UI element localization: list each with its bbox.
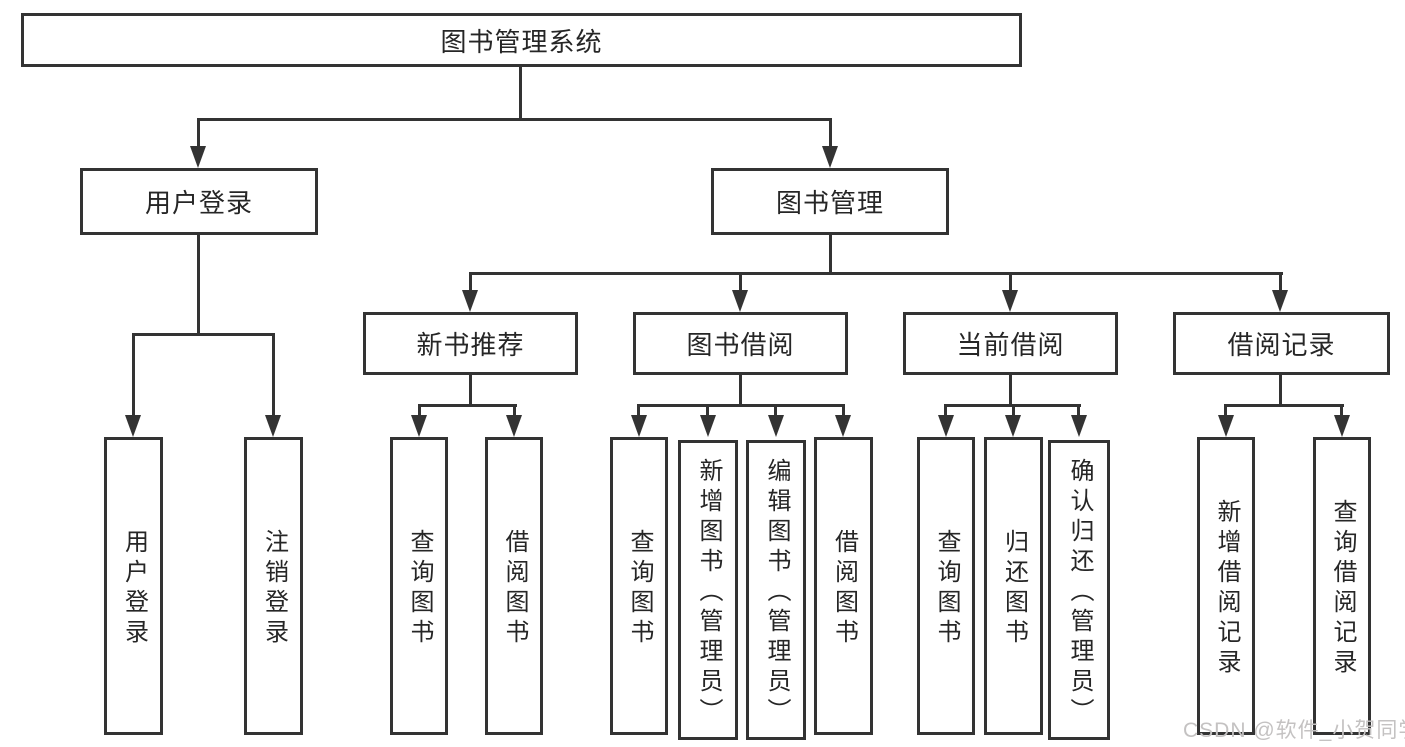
arrow-down-icon xyxy=(506,415,522,437)
connector-drop-logout xyxy=(272,333,275,416)
arrow-down-icon xyxy=(700,415,716,437)
connector-bookmgmt-rail xyxy=(469,272,1283,275)
leaf-box-confirm-return-admin: 确认归还（管理员） xyxy=(1048,440,1110,740)
leaf-box-query-books-current: 查询图书 xyxy=(917,437,975,735)
arrow-down-icon xyxy=(462,290,478,312)
connector-drop xyxy=(1077,404,1080,417)
connector-drop-login xyxy=(132,333,135,416)
connector-records-stem xyxy=(1279,375,1282,407)
module-box-current-borrow: 当前借阅 xyxy=(903,312,1118,375)
connector-drop xyxy=(513,404,516,417)
connector-drop-book-mgmt xyxy=(829,118,832,148)
arrow-down-icon xyxy=(190,146,206,168)
watermark: CSDN @软件_小贺同学 xyxy=(1183,719,1405,742)
arrow-down-icon xyxy=(1272,290,1288,312)
arrow-down-icon xyxy=(835,415,851,437)
connector-userlogin-rail xyxy=(132,333,275,336)
connector-borrow-rail xyxy=(637,404,845,407)
module-box-new-book-recommend: 新书推荐 xyxy=(363,312,578,375)
connector-records-rail xyxy=(1224,404,1344,407)
arrow-down-icon xyxy=(768,415,784,437)
module-box-borrow-records: 借阅记录 xyxy=(1173,312,1390,375)
arrow-down-icon xyxy=(631,415,647,437)
connector-drop-borrowing xyxy=(739,272,742,292)
leaf-box-add-books-admin: 新增图书（管理员） xyxy=(678,440,738,740)
connector-borrow-stem xyxy=(739,375,742,407)
connector-current-stem xyxy=(1009,375,1012,407)
leaf-box-edit-books-admin: 编辑图书（管理员） xyxy=(746,440,806,740)
connector-userlogin-stem xyxy=(197,235,200,335)
root-box-library-system: 图书管理系统 xyxy=(21,13,1022,67)
arrow-down-icon xyxy=(125,415,141,437)
leaf-box-return-books: 归还图书 xyxy=(984,437,1043,735)
leaf-box-logout: 注销登录 xyxy=(244,437,303,735)
connector-bookmgmt-stem xyxy=(829,235,832,275)
arrow-down-icon xyxy=(938,415,954,437)
branch-box-book-management: 图书管理 xyxy=(711,168,949,235)
connector-drop-records xyxy=(1279,272,1282,292)
connector-drop-new-books xyxy=(469,272,472,292)
leaf-box-user-login: 用户登录 xyxy=(104,437,163,735)
connector-drop xyxy=(706,404,709,417)
leaf-box-borrow-books: 借阅图书 xyxy=(814,437,873,735)
connector-drop-current xyxy=(1009,272,1012,292)
leaf-box-add-borrow-record: 新增借阅记录 xyxy=(1197,437,1255,735)
connector-drop xyxy=(1012,404,1015,417)
connector-drop-user-login xyxy=(197,118,200,148)
arrow-down-icon xyxy=(1218,415,1234,437)
module-box-book-borrow: 图书借阅 xyxy=(633,312,848,375)
leaf-box-query-books-recommend: 查询图书 xyxy=(390,437,448,735)
connector-drop xyxy=(1340,404,1343,417)
connector-root-stem xyxy=(519,67,522,120)
connector-drop xyxy=(637,404,640,417)
leaf-box-query-borrow-record: 查询借阅记录 xyxy=(1313,437,1371,735)
arrow-down-icon xyxy=(411,415,427,437)
connector-newbook-rail xyxy=(418,404,517,407)
connector-newbook-stem xyxy=(469,375,472,407)
arrow-down-icon xyxy=(732,290,748,312)
arrow-down-icon xyxy=(822,146,838,168)
leaf-box-query-books-borrow: 查询图书 xyxy=(610,437,668,735)
connector-drop xyxy=(418,404,421,417)
connector-drop xyxy=(774,404,777,417)
connector-drop xyxy=(1224,404,1227,417)
arrow-down-icon xyxy=(1334,415,1350,437)
branch-box-user-login: 用户登录 xyxy=(80,168,318,235)
leaf-box-borrow-books-recommend: 借阅图书 xyxy=(485,437,543,735)
arrow-down-icon xyxy=(265,415,281,437)
arrow-down-icon xyxy=(1002,290,1018,312)
arrow-down-icon xyxy=(1005,415,1021,437)
arrow-down-icon xyxy=(1071,415,1087,437)
connector-root-rail xyxy=(197,118,832,121)
connector-drop xyxy=(944,404,947,417)
connector-drop xyxy=(842,404,845,417)
